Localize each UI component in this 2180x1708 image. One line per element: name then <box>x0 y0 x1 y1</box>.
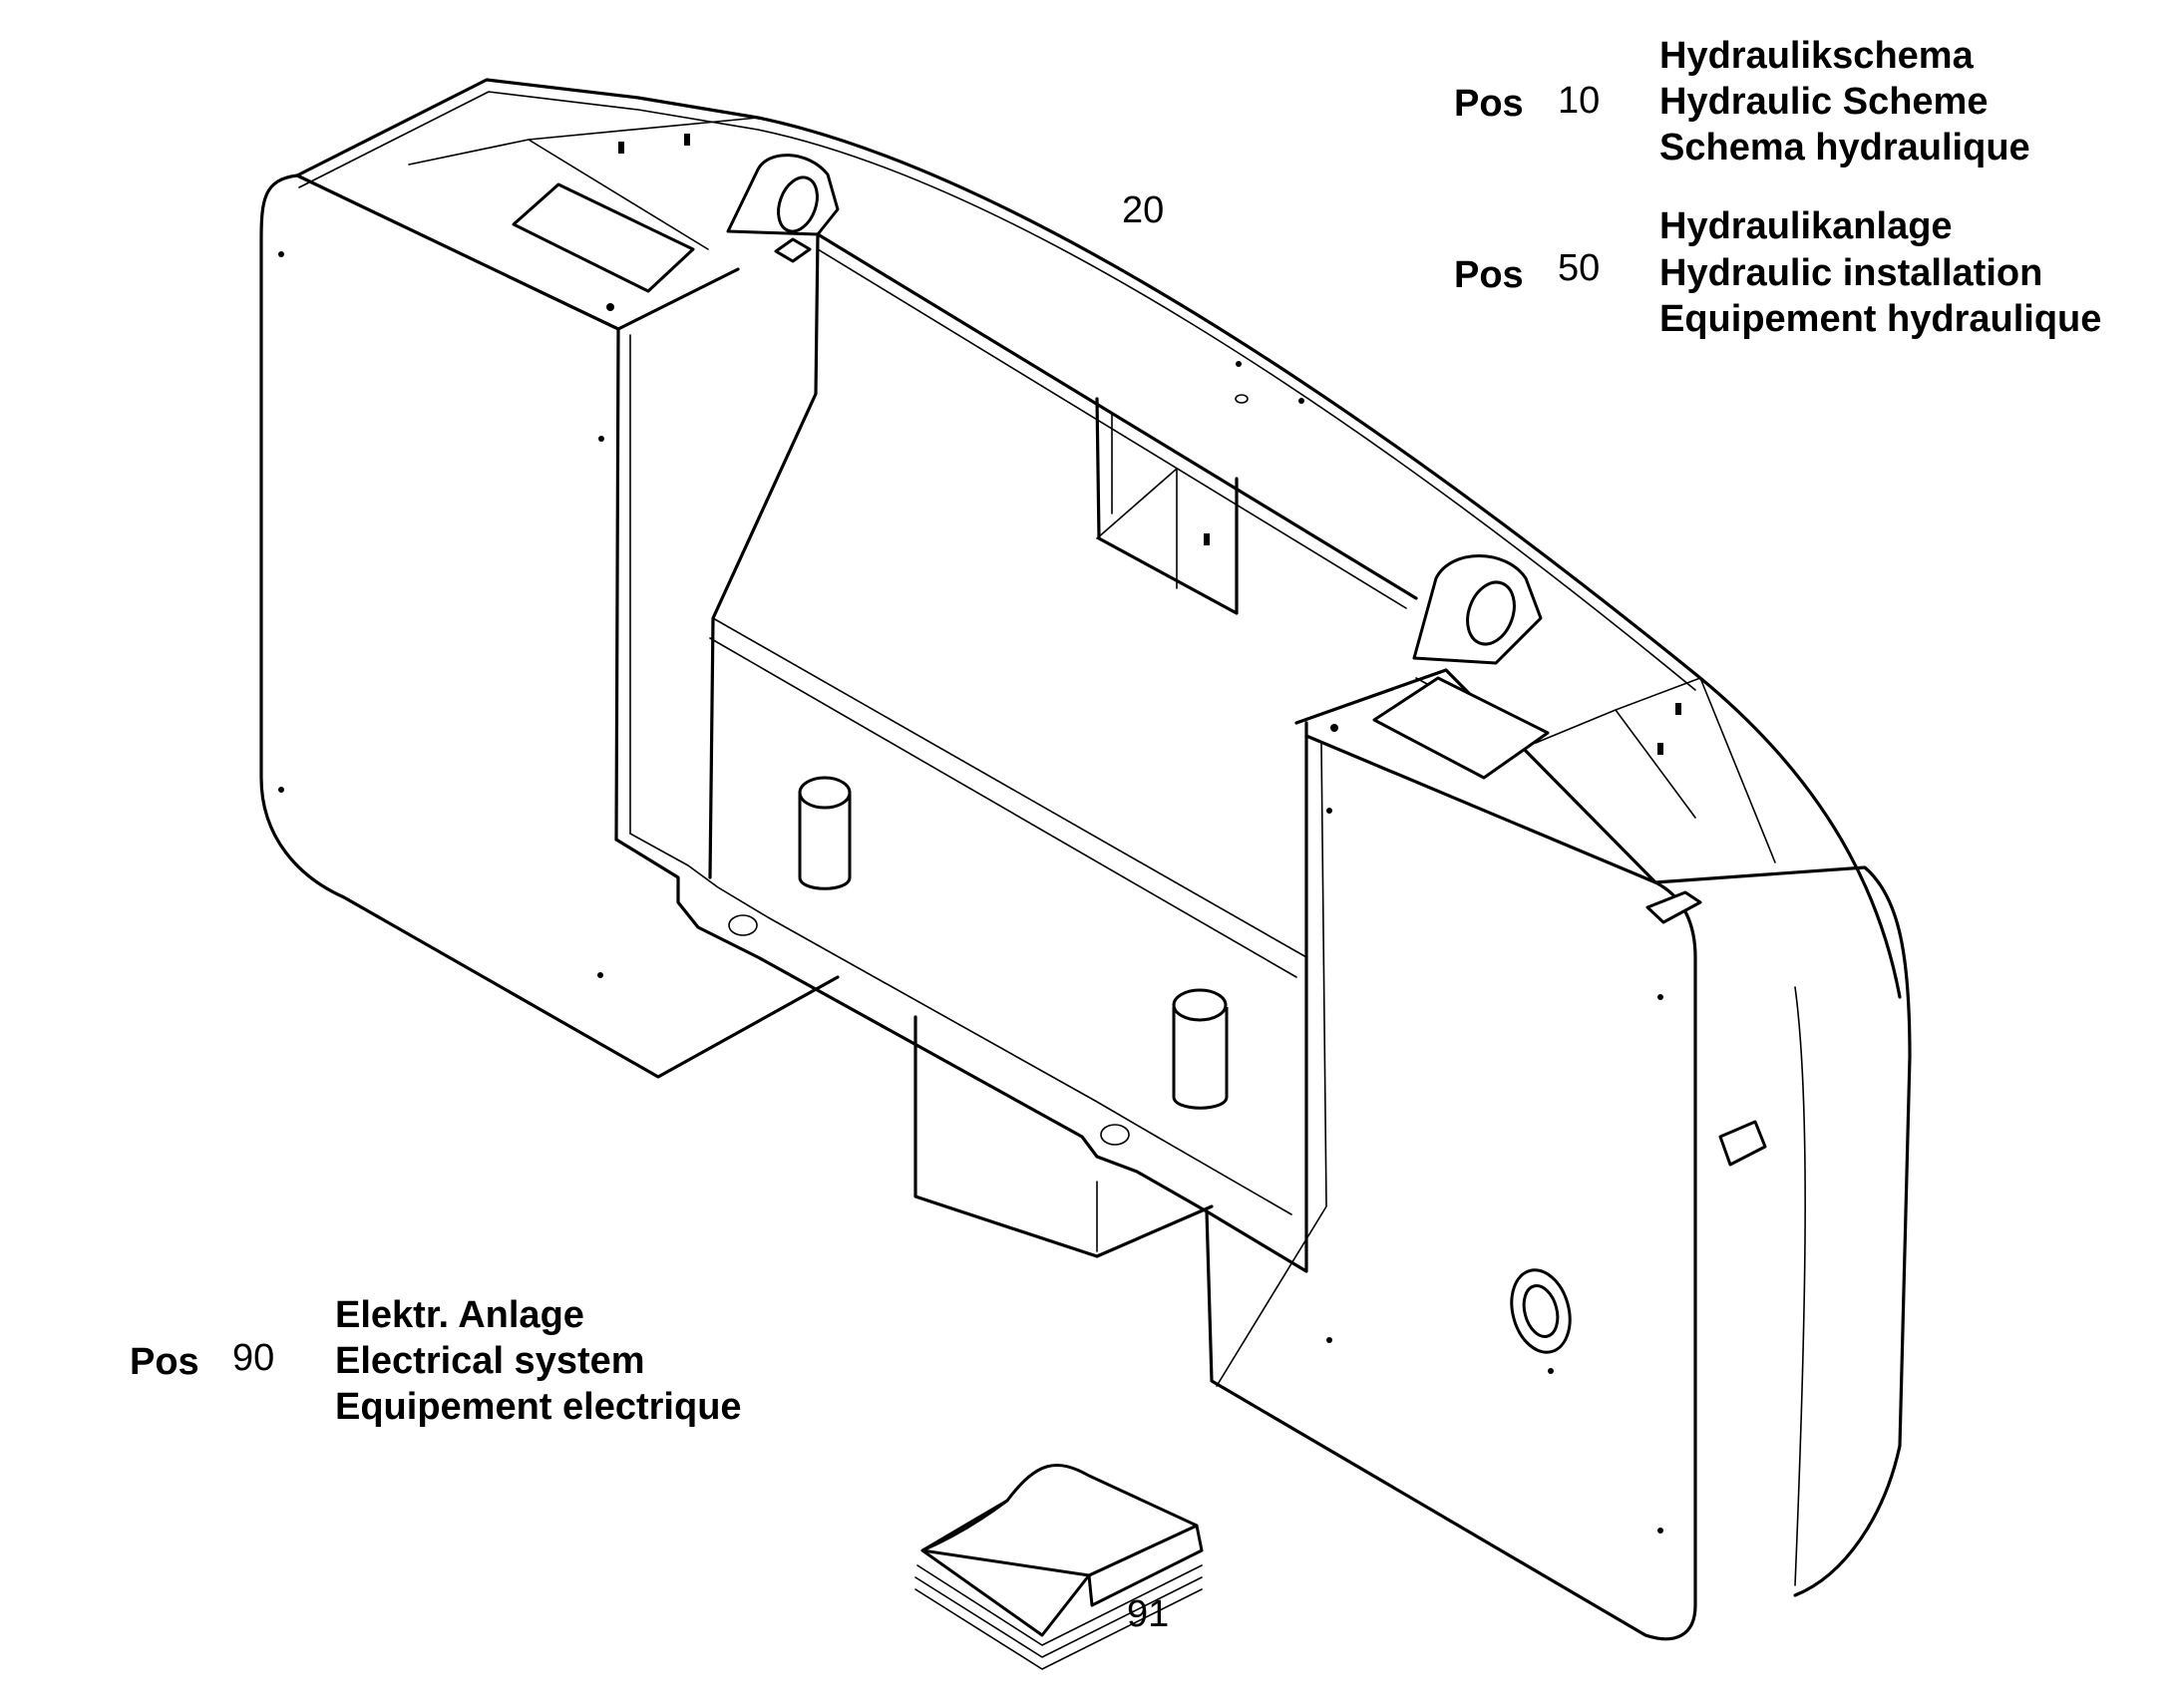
pos90-label: Pos <box>130 1341 199 1383</box>
left-box-side <box>614 327 620 842</box>
right-box-front <box>1205 734 1697 1641</box>
pos10-label: Pos <box>1454 83 1524 125</box>
cylinder-left <box>798 776 852 890</box>
right-end-face <box>1653 865 1912 1597</box>
lifting-eye-right <box>1412 554 1543 665</box>
pos10-text-de: Hydraulikschema <box>1659 35 1974 77</box>
pos50-number: 50 <box>1558 247 1601 289</box>
pos10-number: 10 <box>1558 80 1601 122</box>
rear-window-inner <box>1096 413 1178 589</box>
mount-hole-right <box>1100 1124 1130 1146</box>
pos90-text-de: Elektr. Anlage <box>335 1294 584 1336</box>
mount-hole-left <box>728 914 758 936</box>
pos90-text-fr: Equipement electrique <box>335 1386 742 1428</box>
pos50-text-fr: Equipement hydraulique <box>1659 298 2102 340</box>
outer-top-inner-line <box>298 91 1696 691</box>
pos50-text-de: Hydraulikanlage <box>1659 205 1953 247</box>
pos90-text-en: Electrical system <box>335 1340 645 1382</box>
part-20-number: 20 <box>1122 189 1165 231</box>
rear-wall-left <box>708 232 820 879</box>
pos90-number: 90 <box>232 1337 275 1379</box>
right-box-front-inner <box>1216 742 1327 1387</box>
right-end-face-crease <box>1794 986 1806 1586</box>
right-box-top <box>1294 668 1657 884</box>
pos10-text-en: Hydraulic Scheme <box>1659 81 1989 123</box>
rear-wall-top <box>816 232 1418 600</box>
left-box-front <box>259 173 840 1079</box>
pos50-label: Pos <box>1454 254 1524 296</box>
rear-window <box>1095 397 1239 615</box>
part-91-number: 91 <box>1127 1593 1170 1635</box>
rear-window-bolt <box>1204 533 1210 545</box>
left-top-hatch <box>512 182 695 293</box>
rear-wall-floor-line <box>709 617 1307 978</box>
round-cover <box>1510 1268 1572 1354</box>
right-bracket <box>1645 890 1702 924</box>
channel-floor-inner <box>629 833 1292 1215</box>
lower-step <box>913 1015 1214 1258</box>
right-top-facets <box>1415 677 1776 863</box>
cylinder-right <box>1172 988 1229 1110</box>
left-top-facets <box>408 117 759 250</box>
right-top-hatch <box>1372 676 1550 780</box>
side-bracket <box>1718 1120 1767 1167</box>
manual-book-icon <box>914 1463 1204 1670</box>
channel-floor <box>614 721 1308 1273</box>
pos10-text-fr: Schema hydraulique <box>1659 127 2030 169</box>
lifting-eye-left <box>726 154 840 236</box>
pos50-text-en: Hydraulic installation <box>1659 252 2043 294</box>
outer-top-edge <box>295 78 1902 999</box>
